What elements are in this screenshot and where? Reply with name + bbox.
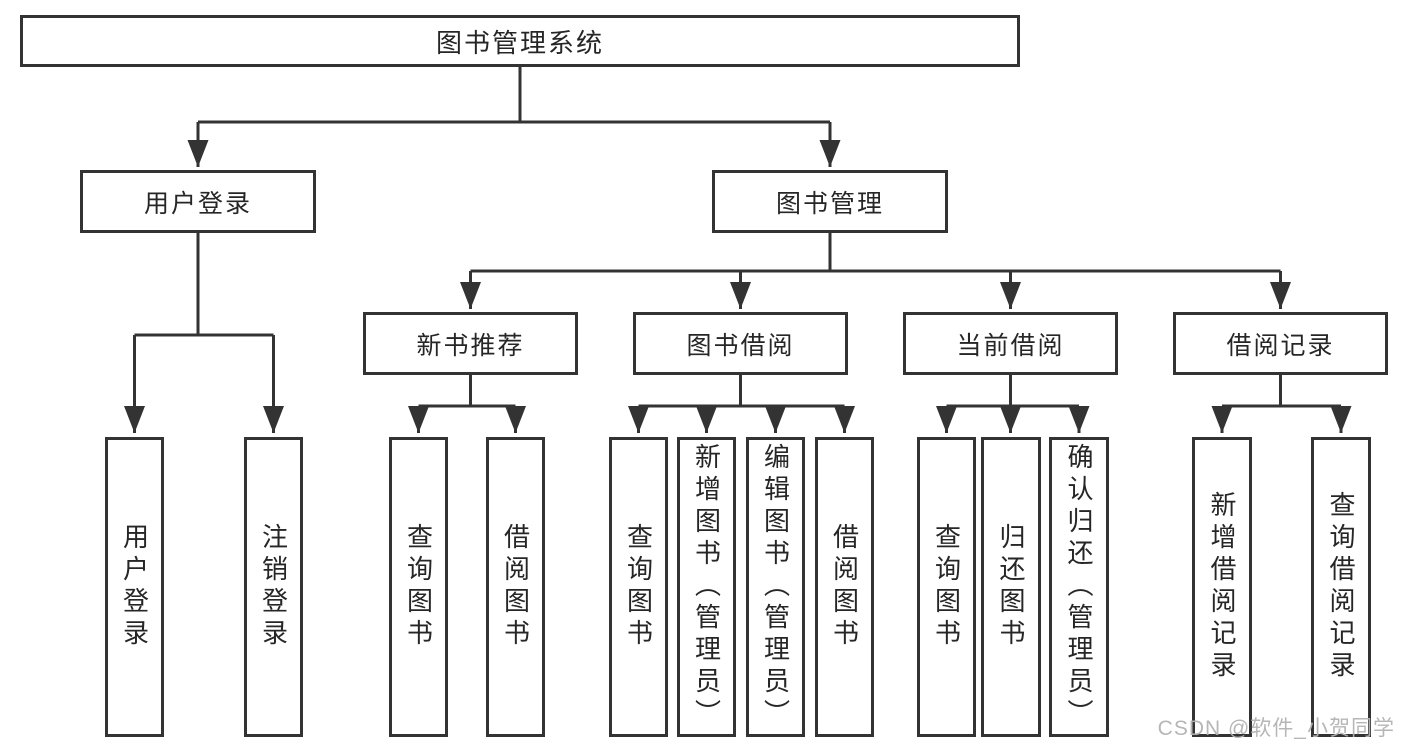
leaf-query-books-recommend: 查询图书 bbox=[389, 437, 448, 737]
leaf-return-books: 归还图书 bbox=[981, 437, 1041, 737]
leaf-borrow-books: 借阅图书 bbox=[815, 437, 874, 737]
node-new-book-recommend: 新书推荐 bbox=[363, 312, 578, 375]
node-user-login-label: 用户登录 bbox=[143, 189, 252, 218]
leaf-add-borrow-record-label: 新增借阅记录 bbox=[1207, 491, 1237, 683]
node-current-borrow-label: 当前借阅 bbox=[956, 331, 1065, 360]
leaf-confirm-return-admin: 确认归还（管理员） bbox=[1049, 437, 1109, 737]
node-user-login: 用户登录 bbox=[80, 170, 316, 233]
node-book-management-label: 图书管理 bbox=[775, 189, 884, 218]
node-library-system-label: 图书管理系统 bbox=[435, 27, 604, 58]
leaf-query-books-borrow: 查询图书 bbox=[609, 437, 668, 737]
leaf-add-books-admin: 新增图书（管理员） bbox=[677, 437, 736, 737]
leaf-add-books-admin-label: 新增图书（管理员） bbox=[691, 443, 722, 731]
node-borrow-records: 借阅记录 bbox=[1173, 312, 1388, 375]
leaf-query-books-recommend-label: 查询图书 bbox=[403, 523, 434, 651]
node-book-management: 图书管理 bbox=[712, 170, 948, 233]
leaf-query-borrow-record-label: 查询借阅记录 bbox=[1326, 491, 1356, 683]
node-book-borrow: 图书借阅 bbox=[633, 312, 848, 375]
leaf-add-borrow-record: 新增借阅记录 bbox=[1192, 437, 1252, 737]
leaf-logout-label: 注销登录 bbox=[258, 523, 289, 651]
leaf-logout: 注销登录 bbox=[244, 437, 303, 737]
leaf-user-login-label: 用户登录 bbox=[119, 523, 150, 651]
leaf-confirm-return-admin-label: 确认归还（管理员） bbox=[1064, 443, 1094, 731]
node-book-borrow-label: 图书借阅 bbox=[686, 331, 795, 360]
node-borrow-records-label: 借阅记录 bbox=[1226, 331, 1335, 360]
leaf-query-borrow-record: 查询借阅记录 bbox=[1311, 437, 1371, 737]
csdn-watermark: CSDN @软件_小贺同学 bbox=[1157, 717, 1395, 740]
leaf-borrow-books-label: 借阅图书 bbox=[829, 523, 860, 651]
leaf-borrow-books-recommend: 借阅图书 bbox=[486, 437, 545, 737]
leaf-edit-books-admin: 编辑图书（管理员） bbox=[746, 437, 805, 737]
leaf-borrow-books-recommend-label: 借阅图书 bbox=[500, 523, 531, 651]
leaf-query-books-borrow-label: 查询图书 bbox=[623, 523, 654, 651]
node-current-borrow: 当前借阅 bbox=[903, 312, 1118, 375]
leaf-return-books-label: 归还图书 bbox=[996, 523, 1026, 651]
leaf-edit-books-admin-label: 编辑图书（管理员） bbox=[760, 443, 791, 731]
node-new-book-recommend-label: 新书推荐 bbox=[416, 331, 525, 360]
leaf-query-books-current: 查询图书 bbox=[917, 437, 976, 737]
node-library-system: 图书管理系统 bbox=[20, 15, 1020, 67]
leaf-query-books-current-label: 查询图书 bbox=[931, 523, 962, 651]
leaf-user-login: 用户登录 bbox=[105, 437, 164, 737]
